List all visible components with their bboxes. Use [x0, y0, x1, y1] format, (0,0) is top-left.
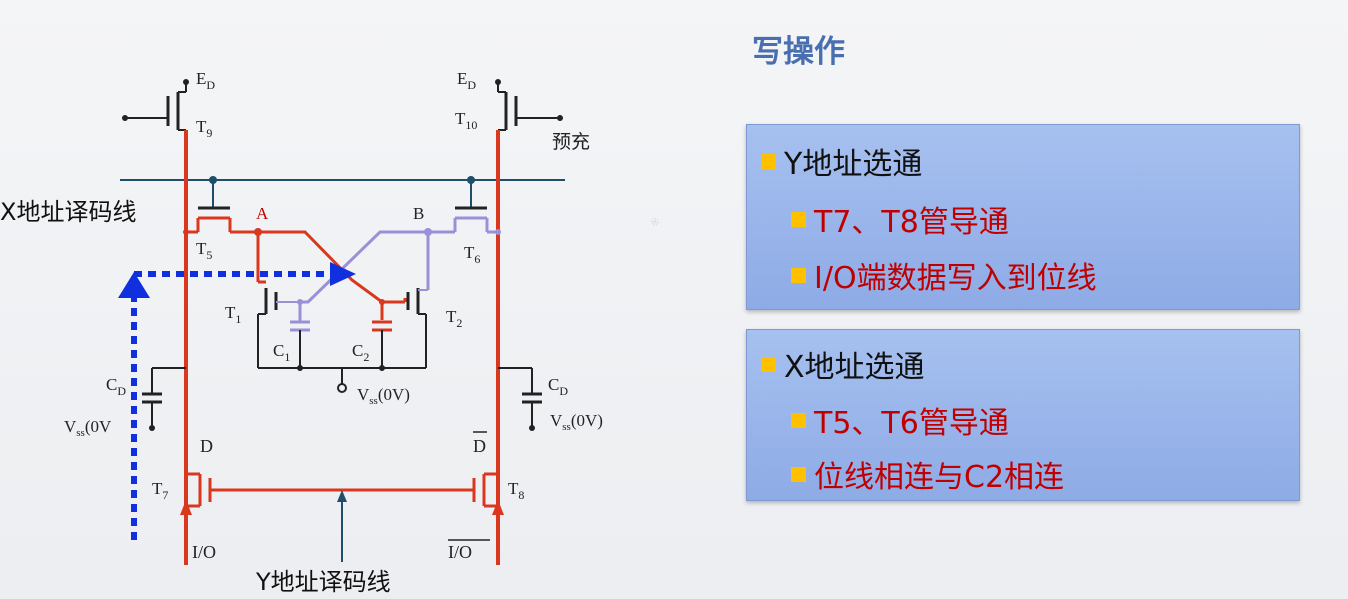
t10-label: T10 — [455, 109, 477, 132]
transistor-t2 — [406, 288, 428, 368]
bullet-icon — [791, 412, 806, 428]
t8-label: T8 — [508, 479, 524, 502]
node-d-label: D — [200, 436, 213, 456]
c2-label: C2 — [352, 341, 369, 364]
y-select-heading-row: Y地址选通 — [761, 139, 922, 183]
write-path-arrow — [118, 262, 356, 540]
cd-left-label: CD — [106, 375, 126, 398]
t9-label: T9 — [196, 117, 212, 140]
node-a-label: A — [256, 204, 269, 223]
t2-label: T2 — [446, 307, 462, 330]
dram-write-circuit-diagram: X地址译码线 ED T9 — [0, 69, 603, 596]
io-bar-label: I/O — [448, 542, 472, 562]
t1-label: T1 — [225, 303, 241, 326]
node-a-dot — [254, 228, 262, 236]
bullet-icon — [761, 356, 776, 372]
transistor-t5 — [183, 176, 232, 235]
bullet-icon — [791, 466, 806, 482]
y-select-item-2: I/O端数据写入到位线 — [791, 253, 1097, 297]
node-b-label: B — [413, 204, 424, 223]
x-select-heading: X地址选通 — [784, 350, 925, 385]
transistor-t9 — [122, 79, 189, 142]
y-select-heading: Y地址选通 — [784, 147, 923, 182]
transistor-t7 — [186, 472, 212, 508]
io-label: I/O — [192, 542, 216, 562]
vss-left-label: Vss(0V — [64, 417, 112, 439]
cd-left-capacitor — [142, 367, 186, 428]
x-select-item-1: T5、T6管导通 — [791, 398, 1009, 442]
y-address-line-label: Y地址译码线 — [255, 568, 391, 596]
t7-label: T7 — [152, 479, 168, 502]
c1-label: C1 — [273, 341, 290, 364]
node-b-dot — [424, 228, 432, 236]
bullet-icon — [791, 211, 806, 227]
y-select-box: Y地址选通 T7、T8管导通 I/O端数据写入到位线 — [746, 124, 1300, 310]
transistor-t8 — [472, 472, 498, 508]
ed-left-label: ED — [196, 69, 215, 92]
node-b-wiring — [290, 230, 455, 332]
ed-right-label: ED — [457, 69, 476, 92]
vss-center-label: Vss(0V) — [357, 385, 410, 407]
precharge-label: 预充 — [552, 131, 590, 153]
cd-right-capacitor — [498, 367, 542, 428]
transistor-t6 — [453, 176, 501, 235]
x-select-heading-row: X地址选通 — [761, 342, 925, 386]
node-a-wiring — [230, 230, 407, 332]
t6-label: T6 — [464, 243, 480, 266]
bullet-icon — [791, 267, 806, 283]
vss-right-label: Vss(0V) — [550, 411, 603, 433]
t5-label: T5 — [196, 239, 212, 262]
y-select-item-1: T7、T8管导通 — [791, 197, 1009, 241]
transistor-t1 — [257, 288, 300, 368]
bullet-icon — [761, 153, 776, 169]
transistor-t10 — [495, 79, 563, 142]
node-dbar-label: D — [473, 436, 486, 456]
x-select-item-2: 位线相连与C2相连 — [791, 452, 1064, 496]
x-select-box: X地址选通 T5、T6管导通 位线相连与C2相连 — [746, 329, 1300, 501]
x-address-line-label: X地址译码线 — [0, 198, 136, 226]
page-title: 写操作 — [752, 34, 845, 70]
cd-right-label: CD — [548, 375, 568, 398]
